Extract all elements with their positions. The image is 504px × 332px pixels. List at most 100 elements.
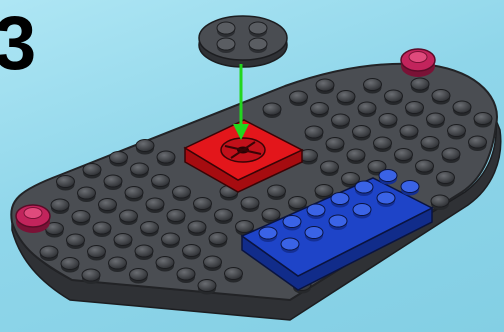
stud [109, 151, 128, 167]
stud [289, 90, 308, 106]
stud [130, 162, 149, 178]
stud [330, 192, 350, 208]
stud [331, 113, 350, 129]
stud [45, 222, 64, 238]
stud [410, 77, 430, 93]
stud [378, 169, 398, 185]
stud [405, 101, 424, 117]
stud [352, 203, 372, 219]
stud [208, 232, 228, 248]
stud [108, 256, 127, 272]
stud [166, 209, 186, 225]
stud [224, 267, 243, 283]
stud [103, 174, 123, 190]
magenta-round-tile-right [400, 48, 436, 77]
stud [441, 147, 461, 163]
stud [306, 203, 326, 219]
base-plate [10, 62, 502, 321]
stud [299, 149, 318, 165]
stud [431, 89, 451, 105]
stud [216, 37, 236, 53]
stud [193, 197, 212, 213]
stud [248, 21, 268, 37]
stud [124, 186, 144, 202]
stud [468, 135, 487, 151]
stud [373, 136, 392, 152]
stud [182, 244, 201, 260]
stud [399, 124, 419, 140]
stud [328, 214, 348, 230]
stud [267, 184, 286, 200]
stud [288, 196, 307, 212]
stud [280, 237, 300, 253]
stud [113, 233, 133, 249]
stud [436, 171, 455, 187]
stud [325, 137, 345, 153]
stud [66, 233, 85, 249]
stud [430, 194, 450, 210]
stud [394, 148, 413, 164]
red-turntable-plate [183, 119, 304, 193]
stud [156, 150, 176, 166]
stud [282, 215, 302, 231]
step-number: 3 [0, 1, 37, 86]
stud [82, 163, 102, 179]
stud [240, 196, 260, 212]
stud [176, 267, 196, 283]
stud [400, 180, 420, 196]
stud [203, 255, 222, 271]
stud [187, 220, 207, 236]
stud [447, 124, 466, 140]
stud [304, 226, 324, 242]
stud [39, 245, 59, 261]
stud [376, 191, 396, 207]
stud [87, 245, 106, 261]
placement-arrow [233, 64, 249, 140]
stud [363, 78, 382, 94]
stud [384, 89, 403, 105]
round-plate [198, 15, 288, 68]
stud [336, 90, 356, 106]
stud [426, 112, 445, 128]
stud [310, 102, 329, 118]
blue-plate-studs [258, 169, 420, 253]
stud [151, 174, 170, 190]
stud [235, 220, 254, 236]
stud [71, 210, 91, 226]
stud [357, 101, 377, 117]
stud [77, 186, 96, 202]
stud [81, 268, 101, 284]
stud [172, 185, 191, 201]
stud [346, 148, 366, 164]
stud [415, 159, 434, 175]
stud [315, 78, 335, 94]
stud [378, 113, 398, 129]
stud [262, 102, 282, 118]
stud [119, 209, 138, 225]
stud [452, 100, 472, 116]
stud [341, 172, 360, 188]
stud [214, 208, 233, 224]
stud [258, 226, 278, 242]
stud [216, 21, 236, 37]
stud [129, 268, 148, 284]
blue-plate [240, 169, 434, 291]
stud [304, 125, 324, 141]
stud [56, 175, 75, 191]
stud [60, 257, 80, 273]
stud [420, 136, 440, 152]
stud [314, 184, 334, 200]
stud [92, 221, 112, 237]
stud [197, 279, 217, 295]
stud [50, 198, 70, 214]
stud [161, 232, 180, 248]
stud [135, 139, 155, 155]
stud [473, 112, 493, 128]
round-plate-studs [216, 21, 268, 53]
stud [354, 180, 374, 196]
stud [248, 37, 268, 53]
stud [98, 198, 117, 214]
stud [352, 125, 371, 141]
stud [155, 256, 175, 272]
